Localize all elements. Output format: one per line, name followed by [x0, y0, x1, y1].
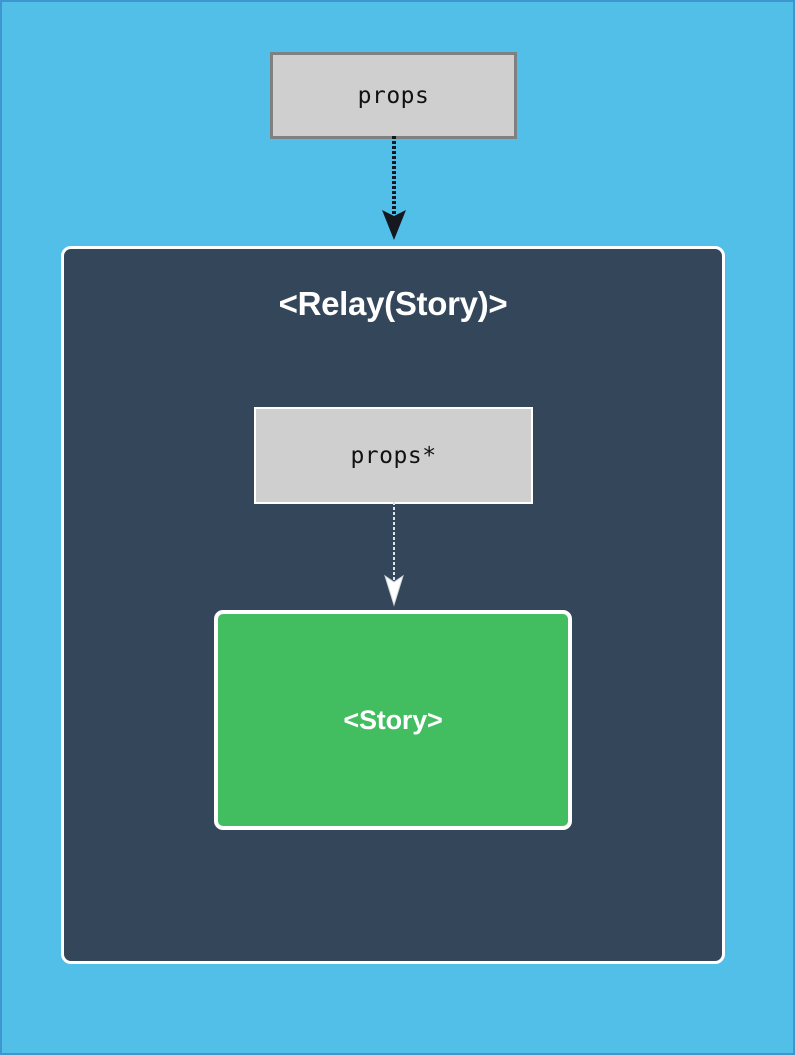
- node-story-label: <Story>: [343, 704, 443, 735]
- node-story[interactable]: <Story>: [214, 610, 572, 830]
- arrow-down-icon-props-to-story: [384, 502, 404, 607]
- node-props-inner[interactable]: props*: [254, 407, 533, 504]
- node-props-outer-label: props: [357, 82, 430, 109]
- arrow-down-icon-props-to-relay: [382, 136, 406, 240]
- panel-relay-story-title: <Relay(Story)>: [278, 285, 508, 322]
- node-props-outer[interactable]: props: [270, 52, 517, 139]
- panel-relay-story[interactable]: <Relay(Story)>: [61, 246, 725, 964]
- node-props-inner-label: props*: [350, 442, 437, 469]
